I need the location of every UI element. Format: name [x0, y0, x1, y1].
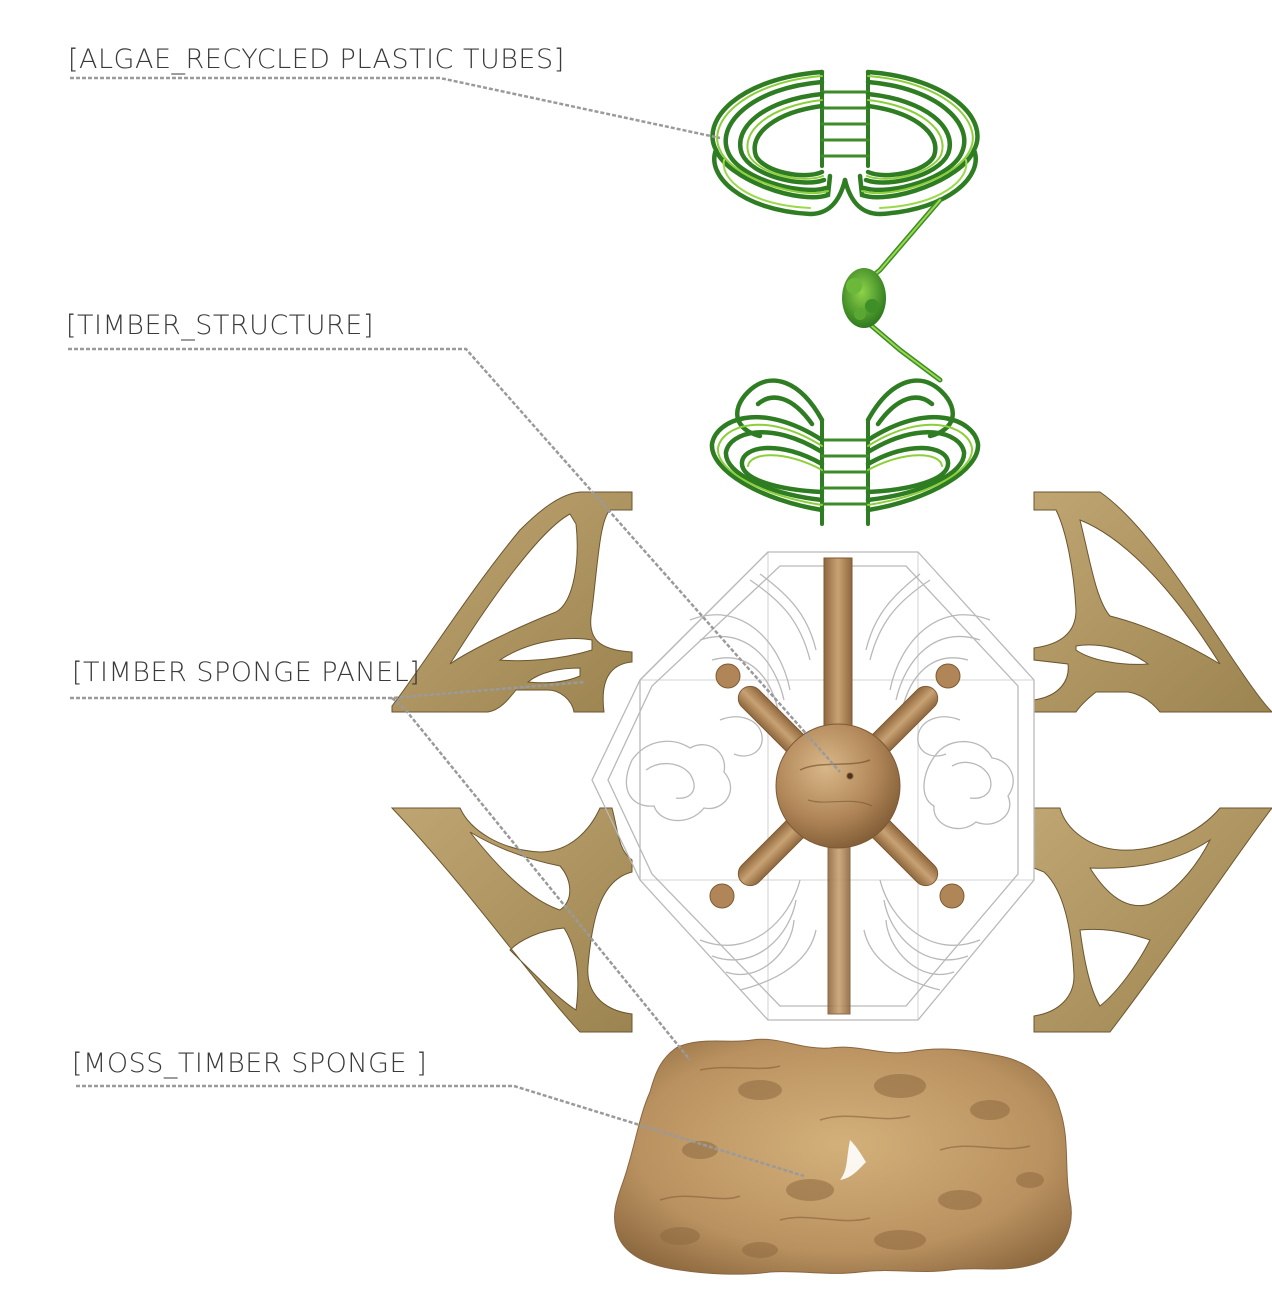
leader-timber-structure [68, 347, 841, 773]
label-timber-structure: [TIMBER_STRUCTURE] [66, 310, 374, 341]
sponge-panel-upper-right [1033, 491, 1272, 713]
timber-structure [709, 557, 965, 1015]
sponge-panel-lower-left [390, 807, 633, 1033]
algae-knot [842, 268, 886, 328]
leader-algae [70, 76, 721, 140]
leader-moss [76, 1084, 805, 1178]
sponge-panel-lower-right [1033, 807, 1272, 1033]
algae-tubes-lower [709, 378, 981, 526]
label-algae-recycled-plastic-tubes: [ALGAE_RECYCLED PLASTIC TUBES] [68, 44, 565, 75]
moss-timber-sponge [614, 1038, 1072, 1275]
label-timber-sponge-panel: [TIMBER SPONGE PANEL] [72, 657, 421, 688]
leader-sponge-panel-2 [391, 697, 691, 1061]
label-moss-timber-sponge: [MOSS_TIMBER SPONGE ] [72, 1048, 428, 1079]
algae-tubes-upper [710, 69, 980, 217]
sponge-panel-upper-left [391, 491, 633, 713]
wireframe-cage [591, 551, 1035, 1021]
leader-lines [68, 76, 841, 1178]
